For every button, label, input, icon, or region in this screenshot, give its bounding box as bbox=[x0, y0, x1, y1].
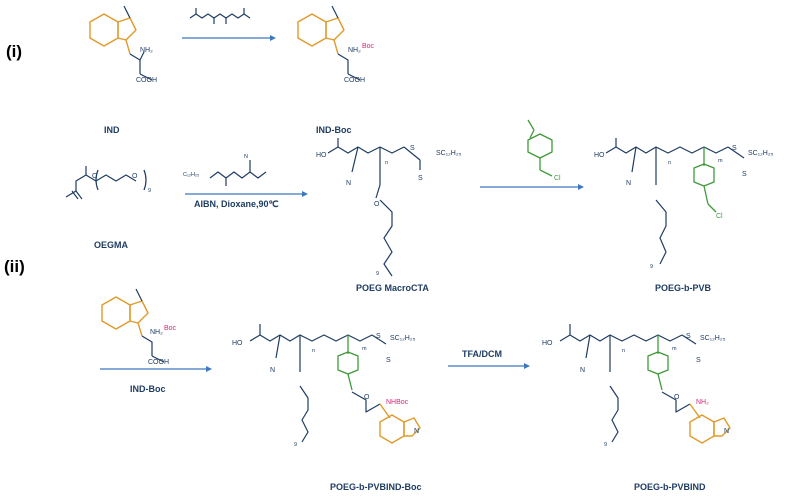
pvb-cl: Cl bbox=[716, 213, 723, 220]
ind-boc-cooh: COOH bbox=[344, 77, 365, 84]
pvb-n: N bbox=[626, 180, 631, 187]
ind-boc-structure bbox=[297, 5, 361, 81]
ind-boc-reagent-boc: Boc bbox=[164, 325, 177, 332]
pvbind-n-sub: n bbox=[622, 348, 625, 354]
pvbind-boc-s: S bbox=[376, 333, 381, 340]
pvbind-s: S bbox=[686, 333, 691, 340]
pvb-label: POEG-b-PVB bbox=[655, 283, 712, 293]
pvbind-nh2: NH₂ bbox=[696, 399, 709, 406]
oegma-structure bbox=[65, 166, 147, 200]
ind-boc-reagent-nh2: NH₂ bbox=[150, 329, 163, 336]
pvbind-boc-repeat: 9 bbox=[294, 442, 297, 448]
step2-conditions: AIBN, Dioxane,90℃ bbox=[194, 199, 279, 209]
ind-cooh: COOH bbox=[136, 77, 157, 84]
reaction-arrow-1-head bbox=[270, 35, 276, 41]
pvbind-m-sub: m bbox=[672, 346, 677, 352]
ind-label: IND bbox=[104, 125, 120, 135]
ind-boc-label: IND-Boc bbox=[316, 125, 352, 135]
ind-boc-reagent-label: IND-Boc bbox=[130, 384, 166, 394]
pvbind-repeat: 9 bbox=[604, 442, 607, 448]
pvb-ho: HO bbox=[594, 152, 605, 159]
pvbind-boc-nhboc: NHBoc bbox=[386, 399, 409, 406]
pvbind-boc-o: O bbox=[364, 394, 370, 401]
oegma-o2: O bbox=[132, 173, 138, 180]
section-label-ii: (ii) bbox=[4, 257, 25, 276]
vbc-structure bbox=[527, 119, 553, 177]
cta-n: N bbox=[244, 154, 248, 160]
macrocta-structure bbox=[327, 138, 421, 277]
pvb-m-sub: m bbox=[718, 158, 723, 164]
pvb-s2: S bbox=[742, 171, 747, 178]
macrocta-sc12: SC₁₂H₂₅ bbox=[436, 150, 462, 157]
macrocta-s2: S bbox=[418, 175, 423, 182]
pvbind-boc-s2: S bbox=[386, 357, 391, 364]
pvb-repeat: 9 bbox=[650, 264, 653, 270]
reaction-arrow-5-head bbox=[524, 363, 530, 369]
pvbind-label: POEG-b-PVBIND bbox=[634, 482, 706, 492]
pvbind-n: N bbox=[580, 367, 585, 374]
vbc-cl: Cl bbox=[554, 175, 561, 182]
macrocta-repeat: 9 bbox=[376, 271, 379, 277]
step4-conditions: TFA/DCM bbox=[462, 349, 502, 359]
ind-boc-reagent-cooh: COOH bbox=[148, 359, 169, 366]
oegma-label: OEGMA bbox=[94, 240, 129, 250]
pvbind-indole-n: N bbox=[724, 428, 729, 435]
pvbind-boc-label: POEG-b-PVBIND-Boc bbox=[330, 482, 422, 492]
reaction-arrow-2-head bbox=[302, 191, 308, 197]
oegma-repeat: 9 bbox=[148, 188, 151, 194]
reaction-arrow-4-head bbox=[206, 366, 212, 372]
pvb-sc12: SC₁₂H₂₅ bbox=[748, 150, 774, 157]
pvbind-boc-structure bbox=[249, 324, 421, 444]
cta-c12: C₁₂H₂₅ bbox=[183, 172, 199, 178]
pvbind-s2: S bbox=[696, 357, 701, 364]
pvb-s: S bbox=[732, 145, 737, 152]
oegma-o1: O bbox=[92, 173, 98, 180]
pvbind-sc12: SC₁₂H₂₅ bbox=[700, 335, 726, 342]
macrocta-n-sub: n bbox=[385, 160, 388, 166]
macrocta-ho: HO bbox=[316, 152, 327, 159]
pvb-n-sub: n bbox=[668, 160, 671, 166]
boc-anhydride-structure bbox=[189, 8, 251, 24]
macrocta-n: N bbox=[346, 180, 351, 187]
section-label-i: (i) bbox=[6, 42, 22, 61]
pvbind-structure bbox=[559, 324, 731, 444]
pvbind-boc-n: N bbox=[270, 367, 275, 374]
pvbind-boc-sc12: SC₁₂H₂₅ bbox=[390, 335, 416, 342]
pvb-structure bbox=[605, 138, 745, 265]
ind-boc-reagent-structure bbox=[101, 288, 165, 363]
reaction-arrow-3-head bbox=[578, 184, 584, 190]
macrocta-s: S bbox=[410, 145, 415, 152]
ind-structure bbox=[89, 5, 153, 81]
macrocta-o: O bbox=[374, 201, 380, 208]
cta-structure bbox=[209, 160, 267, 186]
macrocta-label: POEG MacroCTA bbox=[356, 283, 429, 293]
pvbind-boc-m-sub: m bbox=[362, 346, 367, 352]
pvbind-boc-ho: HO bbox=[232, 340, 243, 347]
ind-boc-nh2: NH₂ bbox=[348, 47, 361, 54]
pvbind-o: O bbox=[674, 394, 680, 401]
ind-nh2: NH₂ bbox=[140, 47, 153, 54]
pvbind-boc-indole-n: N bbox=[414, 428, 419, 435]
pvbind-ho: HO bbox=[542, 340, 553, 347]
ind-boc-boc: Boc bbox=[362, 43, 375, 50]
pvbind-boc-n-sub: n bbox=[312, 348, 315, 354]
